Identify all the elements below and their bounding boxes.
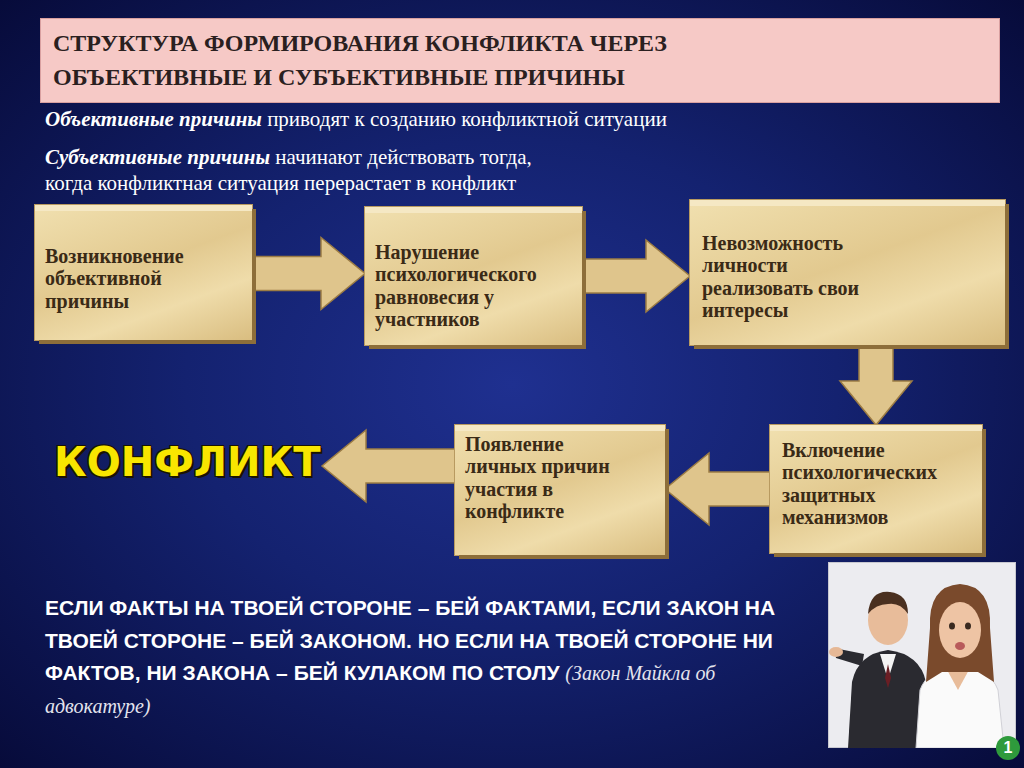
woman-mouth	[955, 642, 965, 650]
box-text: Появление личных причин участия в конфли…	[465, 433, 620, 523]
woman-face	[939, 602, 981, 658]
papyrus-box: Включение психологических защитных механ…	[770, 425, 982, 553]
block-arrow	[582, 240, 690, 312]
result-text: КОНФЛИКТ	[54, 440, 318, 484]
box-text: Включение психологических защитных механ…	[782, 439, 970, 529]
box-text: Нарушение психологического равновесия у …	[375, 241, 572, 331]
box-text: Возникновение объективной причины	[45, 245, 240, 312]
title-box: СТРУКТУРА ФОРМИРОВАНИЯ КОНФЛИКТА ЧЕРЕЗ О…	[40, 18, 1000, 103]
spacer	[559, 661, 565, 684]
result-label: КОНФЛИКТ	[50, 438, 322, 494]
block-arrow	[252, 238, 365, 310]
block-arrow	[665, 453, 770, 525]
papyrus-box: Нарушение психологического равновесия у …	[365, 207, 582, 345]
woman-eye	[949, 623, 955, 630]
woman-hair	[926, 584, 994, 682]
spacer	[270, 145, 275, 169]
term-label: Субъективные причины	[45, 145, 270, 169]
photo-frame	[828, 562, 1016, 748]
title-text: СТРУКТУРА ФОРМИРОВАНИЯ КОНФЛИКТА ЧЕРЕЗ О…	[53, 27, 813, 94]
box-text: Невозможность личности реализовать свои …	[702, 232, 892, 322]
man-tie	[885, 664, 891, 688]
slide-number: 1	[996, 736, 1020, 760]
note-line: Субъективные причины начинают действоват…	[45, 144, 560, 197]
papyrus-box: Возникновение объективной причины	[35, 205, 252, 340]
note-text: приводят к созданию конфликтной ситуации	[267, 107, 667, 131]
man-hair	[868, 592, 908, 614]
spacer	[262, 107, 267, 131]
block-arrow	[840, 345, 912, 425]
quote-block: ЕСЛИ ФАКТЫ НА ТВОЕЙ СТОРОНЕ – БЕЙ ФАКТАМ…	[45, 592, 785, 722]
papyrus-box: Невозможность личности реализовать свои …	[690, 200, 1005, 345]
term-label: Объективные причины	[45, 107, 262, 131]
people-photo	[828, 562, 1016, 748]
papyrus-box: Появление личных причин участия в конфли…	[455, 425, 665, 555]
woman-eye	[965, 623, 971, 630]
photo-ground	[828, 562, 1016, 748]
block-arrow	[322, 430, 455, 502]
note-line: Объективные причины приводят к созданию …	[45, 106, 945, 132]
man-hand	[829, 647, 843, 657]
